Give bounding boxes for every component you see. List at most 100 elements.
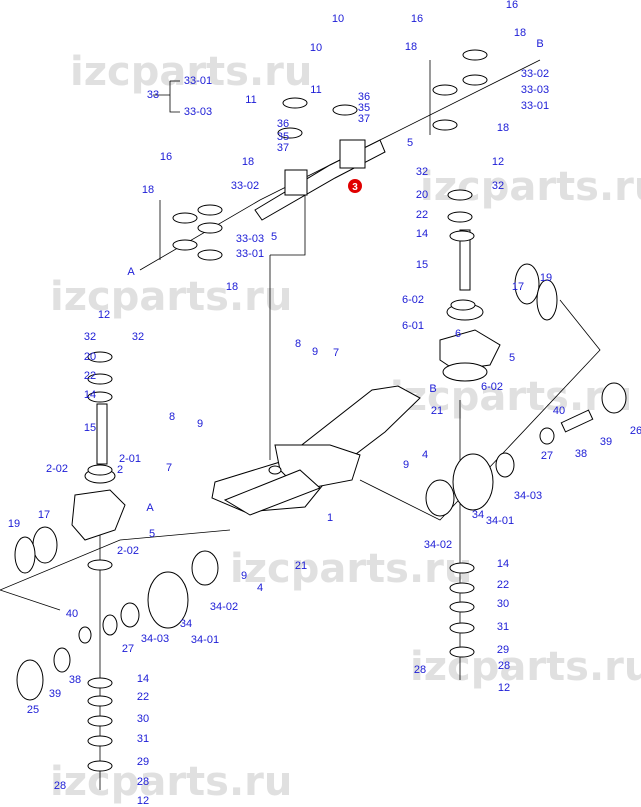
part-label: 30 xyxy=(137,713,149,725)
part-label: 2-02 xyxy=(117,545,139,557)
part-label: 29 xyxy=(497,644,509,656)
part-label: 14 xyxy=(84,389,96,401)
part-label: 21 xyxy=(295,560,307,572)
part-label: 12 xyxy=(498,682,510,694)
part-label: 6-01 xyxy=(402,320,424,332)
part-label: 33-01 xyxy=(184,75,212,87)
part-label: 33-01 xyxy=(236,248,264,260)
washer xyxy=(87,373,113,385)
part-label: 34-03 xyxy=(514,490,542,502)
washer xyxy=(197,222,223,234)
part-label: 6-02 xyxy=(402,294,424,306)
part-label: 2 xyxy=(117,464,123,476)
part-label: 5 xyxy=(149,528,155,540)
part-label: 34-02 xyxy=(210,601,238,613)
part-label: 7 xyxy=(333,347,339,359)
part-label: 17 xyxy=(512,281,524,293)
washer xyxy=(87,677,113,689)
washer xyxy=(462,74,488,86)
part-label: 37 xyxy=(358,113,370,125)
part-label: 29 xyxy=(137,756,149,768)
part-label: 31 xyxy=(137,733,149,745)
washer xyxy=(432,84,458,96)
washer xyxy=(87,735,113,747)
part-label: 6-02 xyxy=(481,381,503,393)
part-label: 36 xyxy=(358,91,370,103)
part-label: 20 xyxy=(84,351,96,363)
part-label: 22 xyxy=(416,209,428,221)
part-label: 2-02 xyxy=(46,463,68,475)
part-label: 14 xyxy=(416,228,428,240)
watermark-text: izcparts.ru xyxy=(410,644,641,690)
part-label: 32 xyxy=(84,331,96,343)
part-label: 16 xyxy=(160,151,172,163)
part-label: 2-01 xyxy=(119,453,141,465)
washer xyxy=(172,239,198,251)
washer xyxy=(449,562,475,574)
part-label: 38 xyxy=(575,448,587,460)
part-label: 28 xyxy=(137,776,149,788)
part-label: 34-02 xyxy=(424,539,452,551)
washer xyxy=(282,97,308,109)
washer xyxy=(87,559,113,571)
part-label: 39 xyxy=(600,436,612,448)
part-label: 10 xyxy=(332,13,344,25)
washer xyxy=(87,695,113,707)
part-label: 1 xyxy=(327,512,333,524)
part-label: 30 xyxy=(497,598,509,610)
part-label: 27 xyxy=(541,450,553,462)
part-label: 33 xyxy=(147,89,159,101)
part-label: 16 xyxy=(506,0,518,11)
part-label: 16 xyxy=(411,13,423,25)
part-label: 9 xyxy=(403,459,409,471)
part-label: 10 xyxy=(310,42,322,54)
part-label: 40 xyxy=(553,405,565,417)
part-label: 37 xyxy=(277,142,289,154)
part-label: 38 xyxy=(69,674,81,686)
watermark-text: izcparts.ru xyxy=(390,374,632,420)
washer xyxy=(87,715,113,727)
part-label: A xyxy=(146,502,154,514)
washer xyxy=(87,760,113,772)
part-label: 34-01 xyxy=(486,515,514,527)
part-label: 26 xyxy=(630,425,641,437)
part-label: 34 xyxy=(472,509,484,521)
part-label: 34-03 xyxy=(141,633,169,645)
part-label: 39 xyxy=(49,688,61,700)
part-label: 9 xyxy=(197,418,203,430)
part-label: 6 xyxy=(455,328,461,340)
washer xyxy=(447,189,473,201)
part-label: 28 xyxy=(498,660,510,672)
part-label: 32 xyxy=(416,166,428,178)
part-label: 18 xyxy=(514,27,526,39)
washer xyxy=(87,464,113,476)
part-label: 5 xyxy=(509,352,515,364)
watermark-text: izcparts.ru xyxy=(70,49,312,95)
washer xyxy=(449,230,475,242)
part-label: 32 xyxy=(492,180,504,192)
part-label: 18 xyxy=(497,122,509,134)
part-label: 33-02 xyxy=(231,180,259,192)
part-label: 35 xyxy=(277,131,289,143)
washer xyxy=(197,249,223,261)
part-label: 18 xyxy=(242,156,254,168)
part-label: 19 xyxy=(8,518,20,530)
part-label: 7 xyxy=(166,462,172,474)
part-label: 22 xyxy=(497,579,509,591)
part-label: 12 xyxy=(98,309,110,321)
watermarks: izcparts.ru izcparts.ru izcparts.ru izcpart… xyxy=(50,49,641,805)
part-label: 21 xyxy=(431,405,443,417)
watermark-text: izcparts.ru xyxy=(230,546,472,592)
washer xyxy=(277,127,303,139)
part-label: 40 xyxy=(66,608,78,620)
part-label: B xyxy=(429,383,436,395)
part-label: 18 xyxy=(142,184,154,196)
part-label: 19 xyxy=(540,272,552,284)
part-label: 25 xyxy=(27,704,39,716)
part-label: 12 xyxy=(137,795,149,807)
callout-number: 3 xyxy=(352,182,358,193)
callout-3: 3 xyxy=(348,179,362,193)
part-label: 28 xyxy=(54,780,66,792)
part-label: 14 xyxy=(137,673,149,685)
